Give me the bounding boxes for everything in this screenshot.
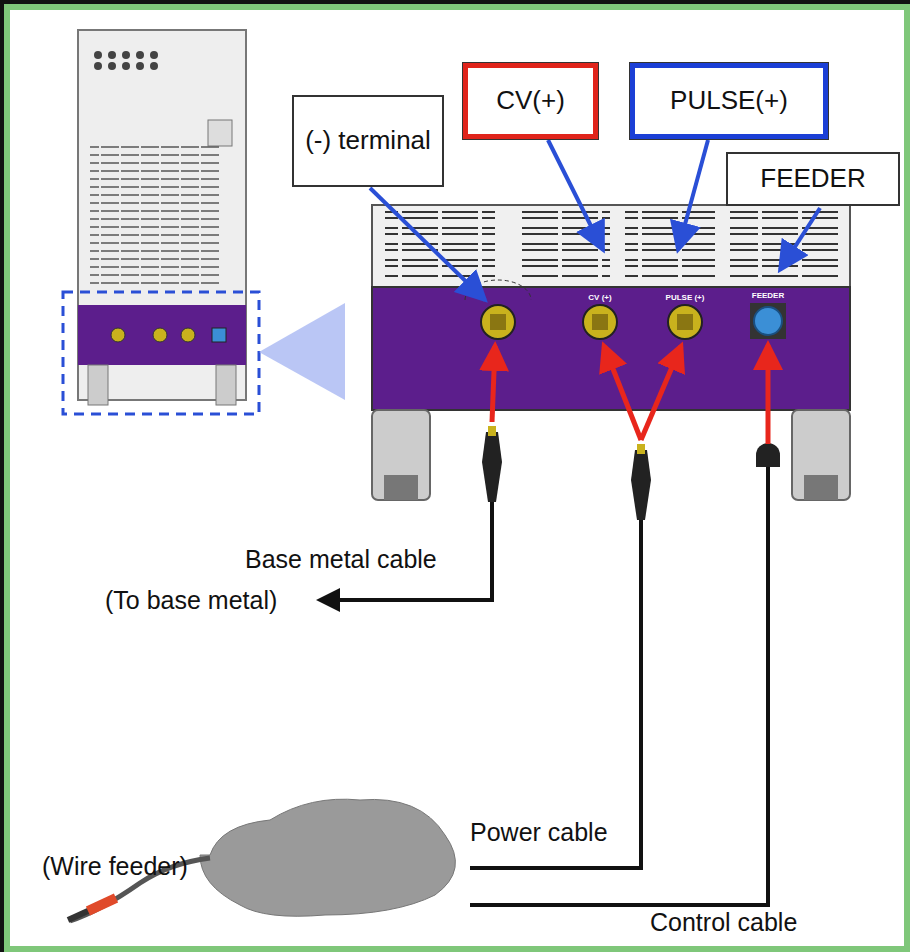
callout-box: FEEDER [726, 152, 900, 206]
callout-box: CV(+) [463, 63, 598, 139]
cable-label: Power cable [470, 818, 608, 847]
part-label: (Wire feeder) [42, 852, 188, 881]
cable-label: (To base metal) [105, 586, 277, 615]
cable-label: Control cable [650, 908, 797, 937]
callout-box: PULSE(+) [630, 63, 828, 139]
callout-text: PULSE(+) [670, 86, 788, 116]
callout-text: CV(+) [496, 86, 565, 116]
callout-text: FEEDER [760, 164, 865, 194]
terminal-label: CV (+) [588, 293, 611, 302]
callout-box: (-) terminal [292, 95, 444, 187]
cable-label: Base metal cable [245, 545, 437, 574]
callout-text: (-) terminal [305, 126, 431, 156]
terminal-label: PULSE (+) [666, 293, 705, 302]
connector-label: FEEDER [752, 291, 784, 300]
